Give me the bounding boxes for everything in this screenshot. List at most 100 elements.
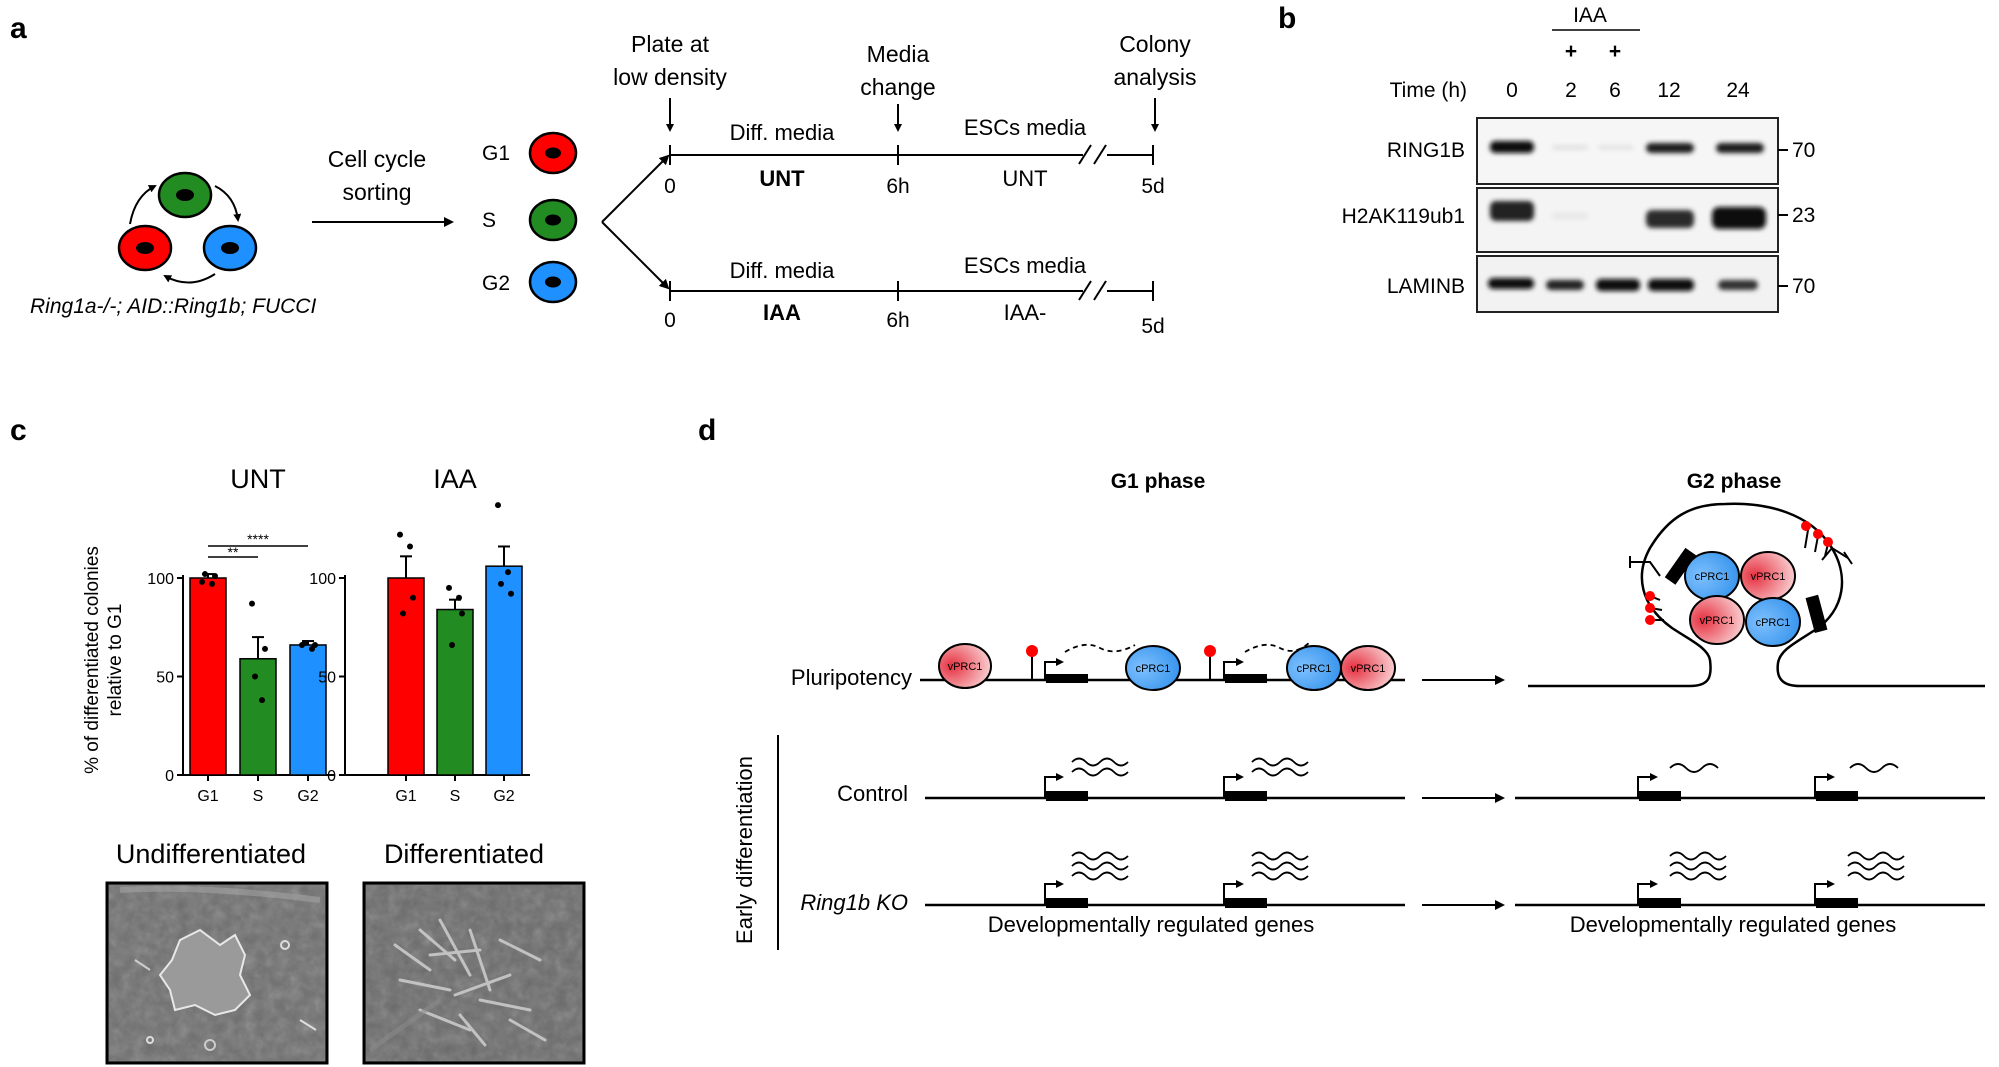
unt-condition: UNT: [759, 166, 805, 191]
micrograph-undifferentiated: [105, 881, 329, 1065]
ko-g2-gene-2: [1814, 851, 1905, 908]
y-axis-label-2: relative to G1: [105, 604, 126, 717]
plate-label-2: low density: [613, 64, 727, 90]
colony-label-1: Colony: [1119, 31, 1191, 57]
cprc1-complex: cPRC1: [1286, 645, 1342, 691]
svg-text:cPRC1: cPRC1: [1695, 571, 1730, 583]
y-tick-label: 0: [327, 768, 336, 785]
x-tick-label: S: [450, 788, 461, 805]
svg-text:vPRC1: vPRC1: [1351, 663, 1386, 675]
data-point: [446, 584, 452, 591]
data-point: [209, 580, 215, 587]
data-point: [508, 590, 514, 597]
time-24: 24: [1726, 79, 1750, 102]
data-point: [459, 610, 465, 617]
plate-label-1: Plate at: [631, 31, 710, 57]
panel-b: b IAA + + Time (h) 0 2 6 12 24 RING1B 70…: [1278, 2, 1815, 313]
time-label: Time (h): [1390, 79, 1467, 102]
unt-esc-media: ESCs media: [964, 115, 1087, 140]
blot-h2ak119ub1-kda: 23: [1792, 204, 1815, 227]
iaa-condition: IAA: [763, 300, 801, 325]
row-control-label: Control: [837, 781, 908, 806]
iaa-time-0: 0: [664, 309, 676, 332]
svg-text:vPRC1: vPRC1: [948, 661, 983, 673]
iaa-esc-media: ESCs media: [964, 253, 1087, 278]
data-point: [249, 600, 255, 607]
panel-label-a: a: [10, 12, 27, 45]
bar-g1: [189, 577, 227, 776]
data-point: [498, 580, 504, 587]
data-point: [259, 697, 265, 704]
vprc1-complex: vPRC1: [938, 643, 992, 689]
y-tick-label: 100: [147, 571, 174, 588]
cell-cycle-diagram: [117, 171, 258, 284]
iaa-esc-condition: IAA-: [1004, 300, 1047, 325]
data-point: [400, 610, 406, 617]
sorting-label-1: Cell cycle: [328, 146, 426, 172]
y-tick-label: 0: [165, 768, 174, 785]
svg-text:vPRC1: vPRC1: [1700, 615, 1735, 627]
x-tick-label: G1: [197, 788, 218, 805]
unt-time-0: 0: [664, 175, 676, 198]
data-point: [262, 645, 268, 652]
x-tick-label: G2: [297, 788, 318, 805]
control-g2-gene-1: [1637, 763, 1719, 801]
iaa-diff-media: Diff. media: [730, 258, 836, 283]
g1-phase-title: G1 phase: [1111, 470, 1206, 493]
svg-text:cPRC1: cPRC1: [1136, 663, 1171, 675]
iaa-treatment-label: IAA: [1573, 4, 1607, 27]
x-tick-label: G2: [493, 788, 514, 805]
cprc1-complex: cPRC1: [1125, 645, 1181, 691]
bar-g2: [485, 565, 523, 776]
data-point: [407, 543, 413, 550]
panel-label-c: c: [10, 414, 27, 447]
genes-label-g1: Developmentally regulated genes: [988, 912, 1315, 937]
sig-g1-g2: ****: [247, 531, 269, 547]
ko-g2-gene-1: [1637, 851, 1727, 908]
differentiated-label: Differentiated: [384, 839, 544, 869]
plus-1: +: [1565, 40, 1577, 63]
polycomb-hub: cPRC1 vPRC1 vPRC1 cPRC1: [1528, 502, 1985, 688]
blot-laminb-kda: 70: [1792, 275, 1815, 298]
ko-gene-2: [1223, 851, 1309, 908]
bar-s: [239, 658, 277, 776]
undifferentiated-label: Undifferentiated: [116, 839, 306, 869]
panel-label-d: d: [698, 414, 716, 447]
panel-c: c % of differentiated colonies relative …: [10, 414, 586, 1065]
data-point: [312, 641, 318, 648]
blot-ring1b-label: RING1B: [1387, 139, 1465, 162]
svg-text:cPRC1: cPRC1: [1297, 663, 1332, 675]
control-gene-2: [1223, 757, 1309, 801]
control-gene-1: [1044, 757, 1129, 801]
data-point: [495, 502, 501, 509]
bar-s: [436, 608, 474, 776]
cell-line-label: Ring1a-/-; AID::Ring1b; FUCCI: [30, 295, 316, 318]
ko-gene-1: [1044, 851, 1129, 908]
sorting-label-2: sorting: [342, 179, 411, 205]
time-0: 0: [1506, 79, 1518, 102]
phase-s-label: S: [482, 209, 496, 232]
y-tick-label: 50: [318, 670, 336, 687]
g2-phase-title: G2 phase: [1687, 470, 1782, 493]
time-6: 6: [1609, 79, 1621, 102]
data-point: [202, 571, 208, 578]
x-tick-label: G1: [395, 788, 416, 805]
early-differentiation-label: Early differentiation: [732, 756, 757, 944]
data-point: [302, 640, 308, 647]
time-2: 2: [1565, 79, 1577, 102]
data-point: [456, 594, 462, 601]
fork-arrow-bottom: [601, 221, 670, 290]
panel-a: a Ring1a-/-; AID::Ring1b; FUCCI Cell cyc…: [10, 12, 1197, 338]
fork-arrow-top: [601, 154, 670, 223]
iaa-time-6h: 6h: [886, 309, 909, 332]
y-axis-label-1: % of differentiated colonies: [82, 546, 103, 774]
blot-ring1b-kda: 70: [1792, 139, 1815, 162]
unt-esc-condition: UNT: [1002, 166, 1047, 191]
media-change-label-2: change: [860, 74, 935, 100]
timeline-iaa: Diff. media IAA ESCs media IAA- 0 6h 5d: [664, 253, 1165, 338]
svg-text:cPRC1: cPRC1: [1756, 617, 1791, 629]
row-ring1b-ko-label: Ring1b KO: [800, 890, 908, 915]
chart-title: UNT: [230, 464, 286, 494]
